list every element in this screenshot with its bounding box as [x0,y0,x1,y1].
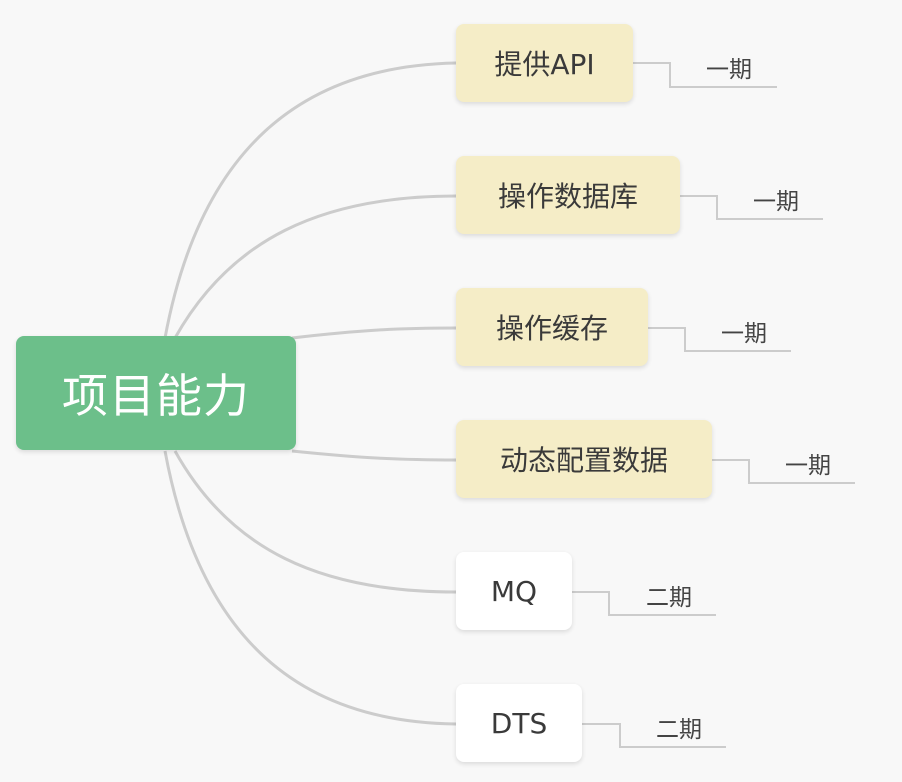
connector-branch-2 [291,326,457,340]
connector-branch-5 [163,450,457,726]
connector-tag-2 [648,327,791,352]
root-topic-label: 项目能力 [62,369,250,423]
connector-tag-4 [572,591,716,616]
connector-tag-0 [633,62,777,88]
phase-tag[interactable]: 二期 [646,585,692,611]
branch-label: MQ [490,574,538,608]
connector-branch-1 [173,194,457,339]
root-topic[interactable]: 项目能力 [16,336,296,450]
phase-tag[interactable]: 一期 [706,57,752,83]
branch-node[interactable]: 操作数据库 [456,156,680,234]
branch-node[interactable]: 操作缓存 [456,288,648,366]
branch-node[interactable]: 动态配置数据 [456,420,712,498]
branch-label: 操作数据库 [497,180,638,213]
branch-label: DTS [490,706,548,740]
connector-tag-1 [680,195,823,220]
connector-branch-3 [291,449,457,462]
branch-node[interactable]: 提供API [456,24,633,102]
branch-label: 提供API [494,48,595,81]
connector-branch-4 [173,450,457,594]
connector-tag-3 [712,459,855,484]
connector-tag-5 [582,723,726,748]
branch-label: 操作缓存 [495,312,608,345]
phase-tag[interactable]: 二期 [656,717,702,743]
branch-label: 动态配置数据 [499,444,668,477]
branch-node[interactable]: MQ [456,552,572,630]
phase-tag[interactable]: 一期 [721,321,767,347]
branch-node[interactable]: DTS [456,684,582,762]
phase-tag[interactable]: 一期 [753,189,799,215]
phase-tag[interactable]: 一期 [785,453,831,479]
connector-branch-0 [163,61,457,339]
